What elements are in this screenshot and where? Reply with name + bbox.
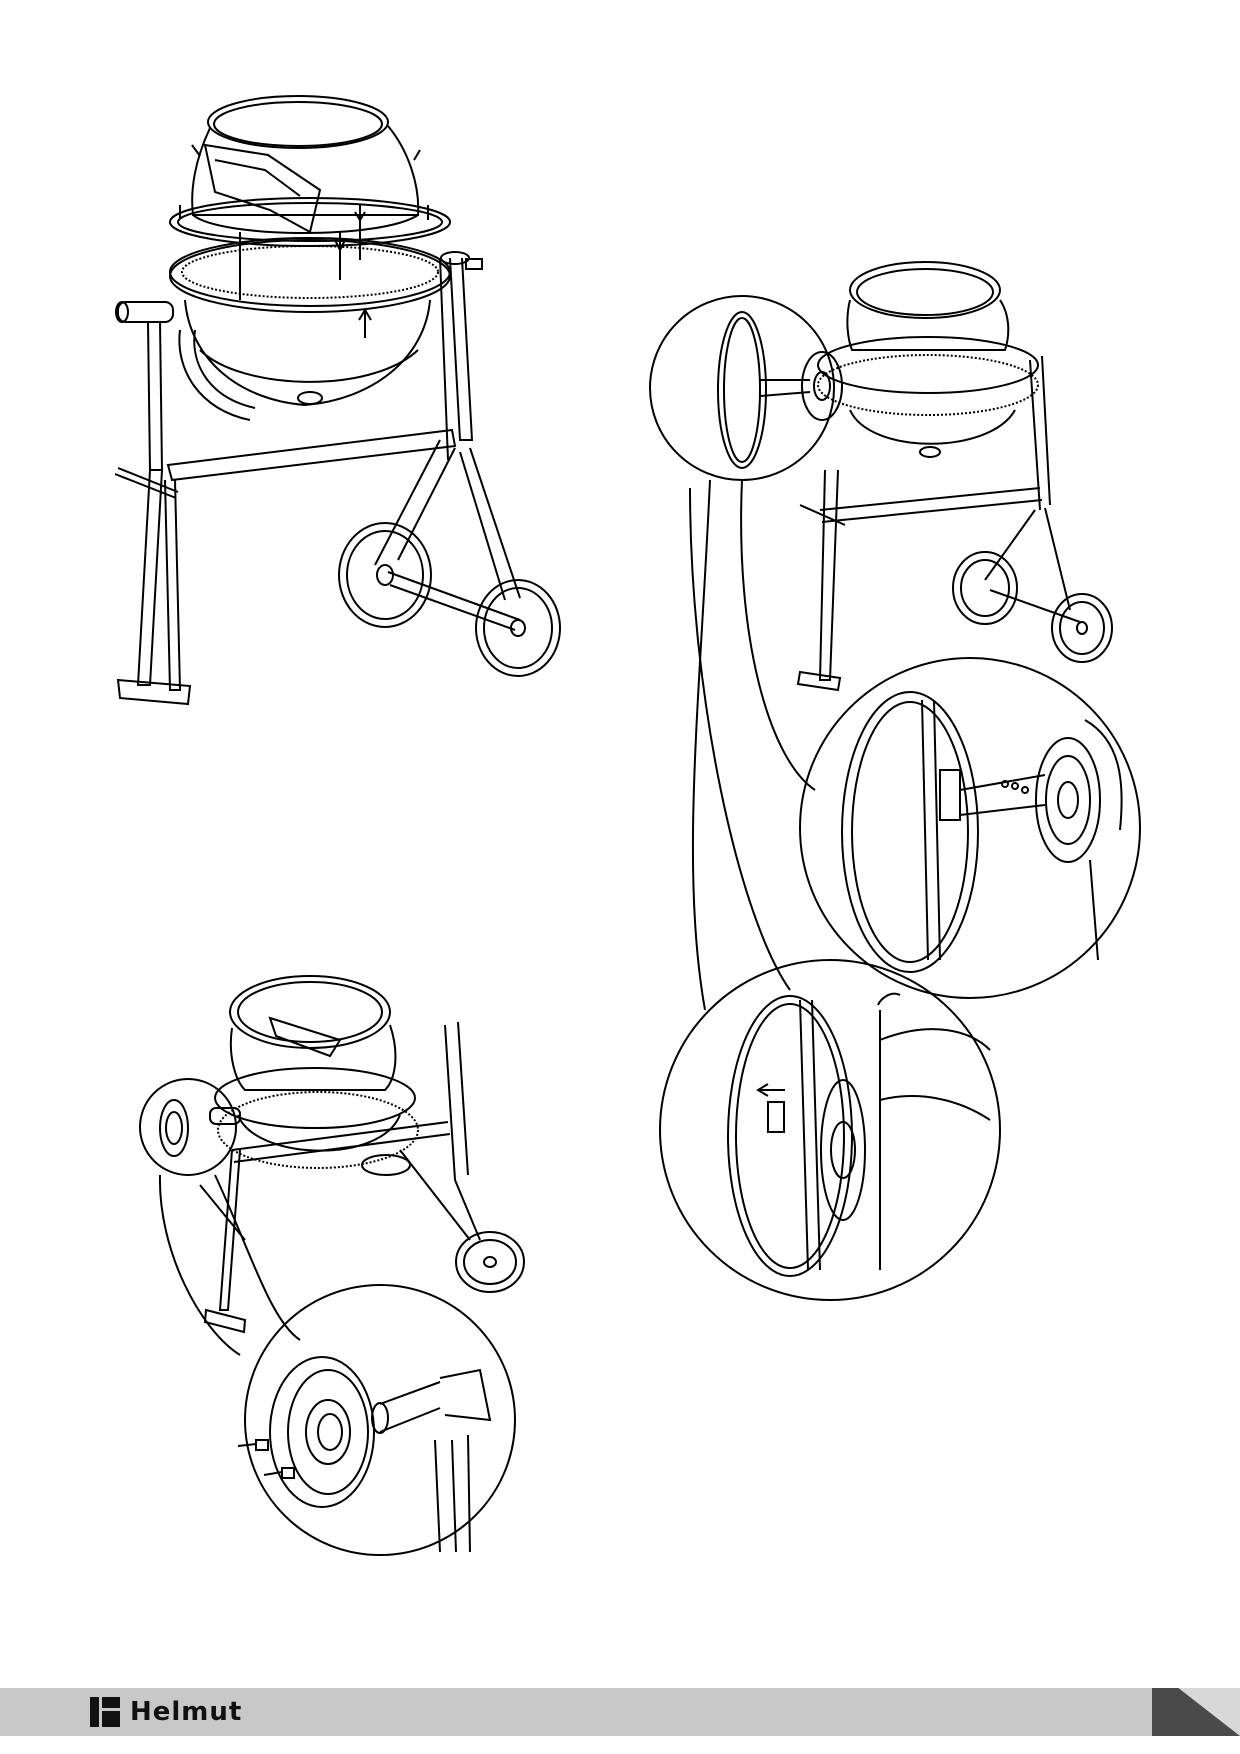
helmut-logo-icon [90, 1697, 120, 1727]
footer-bar [0, 1688, 1240, 1736]
brand-name: Helmut [130, 1697, 243, 1727]
brand-logo: Helmut [90, 1696, 242, 1728]
